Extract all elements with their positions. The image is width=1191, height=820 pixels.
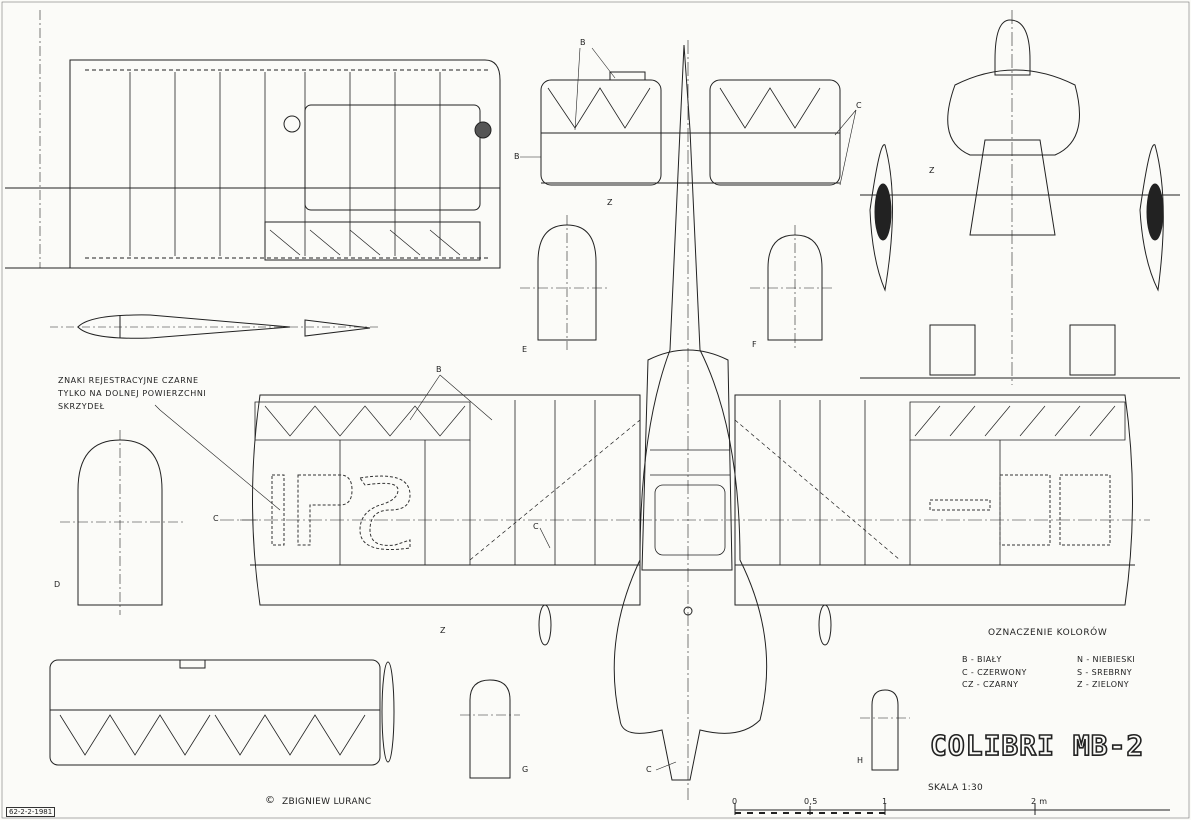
scale-tick-05: 0,5 — [804, 797, 818, 806]
registration-note-line2: TYLKO NA DOLNEJ POWIERZCHNI — [58, 389, 207, 398]
registration-note-line3: SKRZYDEŁ — [58, 402, 105, 411]
view-label-g: G — [522, 765, 529, 774]
view-label-h: H — [857, 756, 864, 765]
drawing-title: COLIBRI MB-2 — [929, 728, 1145, 763]
section-view-f — [750, 225, 835, 350]
copyright-symbol: © — [265, 795, 276, 806]
view-label-d: D — [54, 580, 61, 589]
scale-tick-2m: 2 m — [1031, 797, 1048, 806]
callout-z-tail: Z — [607, 198, 613, 207]
legend-item-s: S - SREBRNY — [1077, 668, 1133, 677]
callout-z-front: Z — [929, 166, 935, 175]
section-view-e — [520, 215, 610, 350]
legend-title: OZNACZENIE KOLORÓW — [988, 628, 1108, 638]
scale-tick-0: 0 — [732, 797, 738, 806]
legend-item-z: Z - ZIELONY — [1077, 680, 1130, 689]
legend-item-c: C - CZERWONY — [962, 668, 1027, 677]
callout-leaders — [154, 47, 857, 771]
section-view-g — [460, 679, 520, 779]
callout-b-tail: B — [580, 38, 586, 47]
section-view-d — [60, 430, 185, 615]
wing-top-detail-view — [5, 10, 501, 269]
airfoil-section — [50, 314, 380, 339]
main-wing-view — [220, 394, 1150, 646]
tail-top-view — [540, 71, 841, 186]
callout-b-tail-left: B — [514, 152, 520, 161]
front-view — [860, 10, 1180, 385]
legend-item-b: B - BIAŁY — [962, 655, 1002, 664]
registration-number: 62-2-2-1981 — [6, 807, 56, 817]
registration-note: ZNAKI REJESTRACYJNE CZARNE TYLKO NA DOLN… — [58, 374, 206, 413]
callout-c-wing-left: C — [213, 514, 219, 523]
callout-b-wing: B — [436, 365, 442, 374]
author-name: ZBIGNIEW LURANC — [282, 797, 372, 807]
callout-c-tail: C — [856, 101, 862, 110]
legend-item-cz: CZ - CZARNY — [962, 680, 1019, 689]
callout-z-wing: Z — [440, 626, 446, 635]
fuselage-plan-view — [613, 40, 768, 800]
scale-tick-1: 1 — [882, 797, 888, 806]
view-label-e: E — [522, 345, 528, 354]
callout-c-spinner: C — [646, 765, 652, 774]
callout-c-wing-root: C — [533, 522, 539, 531]
section-view-h — [860, 689, 910, 771]
scale-label: SKALA 1:30 — [928, 783, 984, 793]
legend-item-n: N - NIEBIESKI — [1077, 655, 1136, 664]
scale-bar — [734, 803, 1170, 815]
registration-note-line1: ZNAKI REJESTRACYJNE CZARNE — [58, 376, 199, 385]
wing-side-view — [49, 659, 395, 766]
view-label-f: F — [752, 340, 757, 349]
wing-registration-marks — [271, 474, 1111, 551]
